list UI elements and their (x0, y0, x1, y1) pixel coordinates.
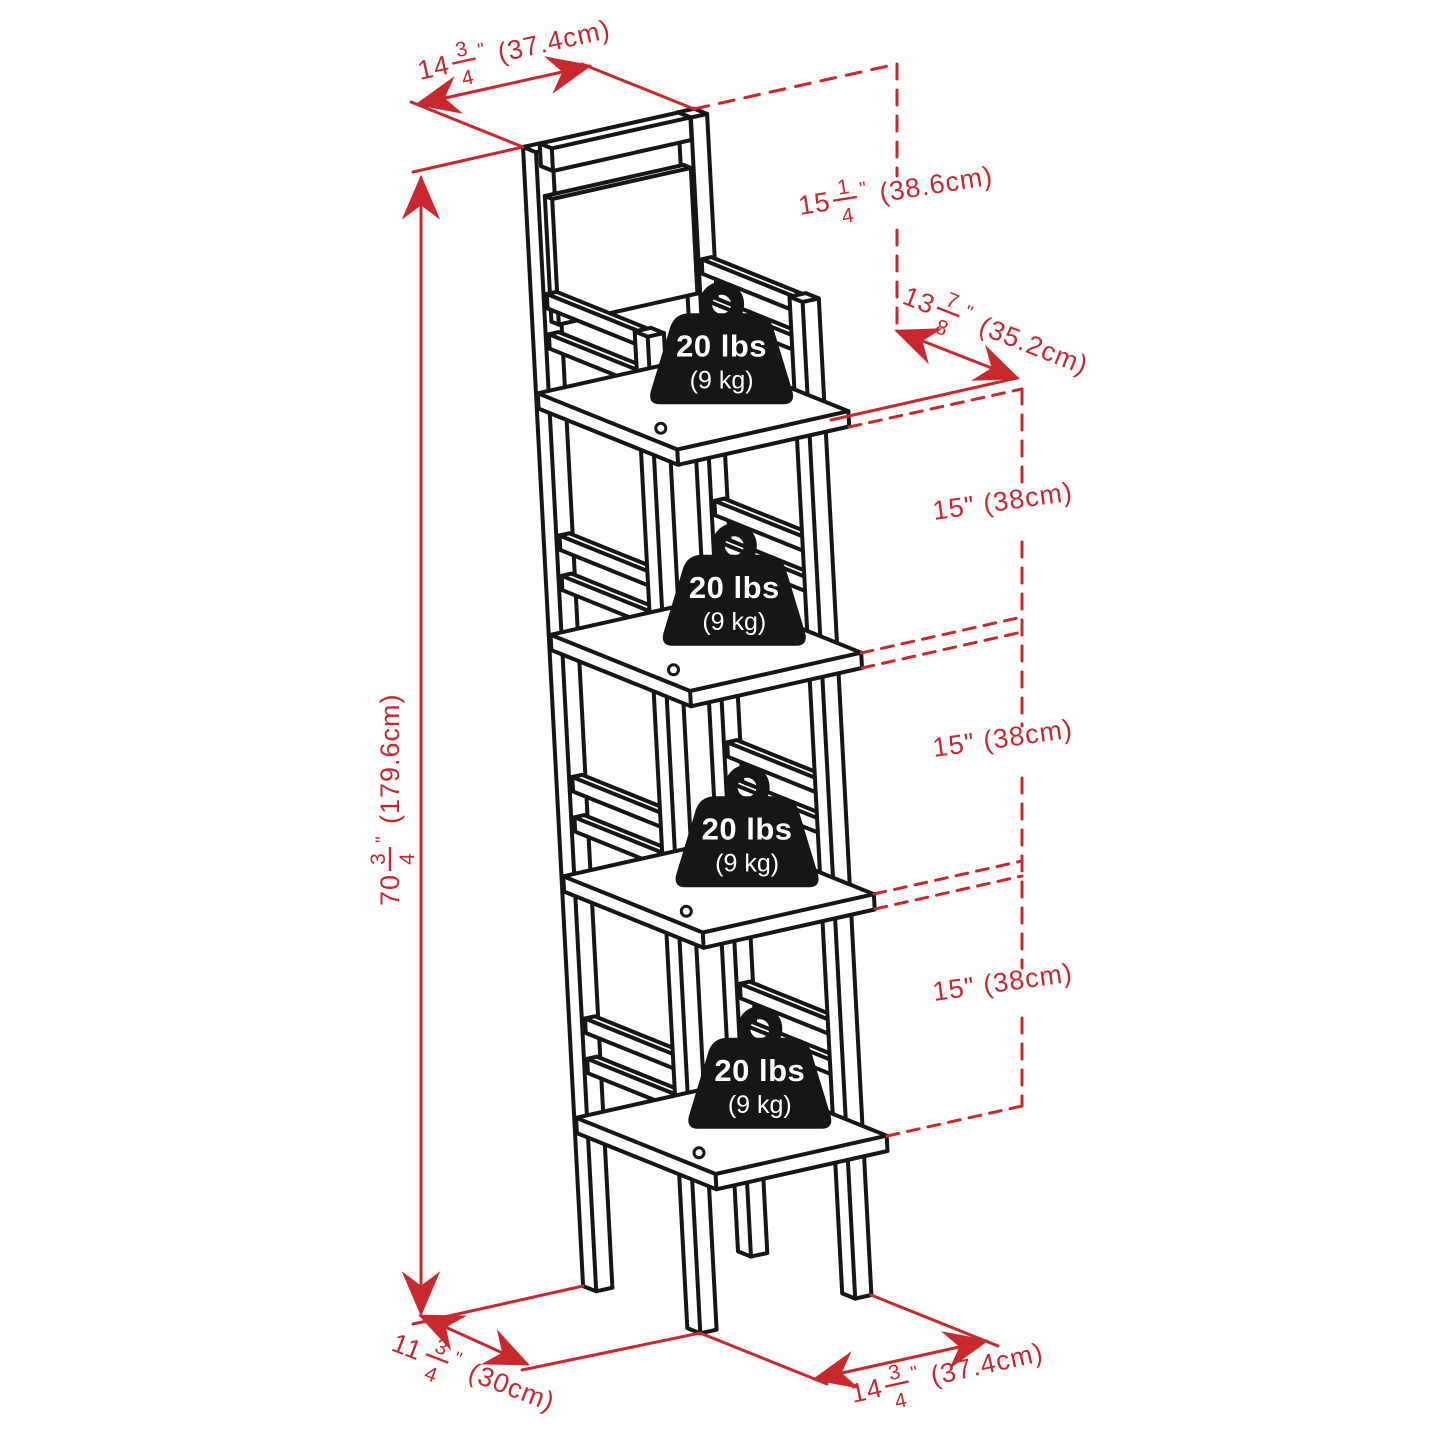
dimension-label-overall-height: 70 3 4 " (179.6cm) (367, 693, 419, 906)
dimension-arrow-shelf-depth (894, 328, 1020, 381)
dim-whole: 15 (796, 186, 832, 221)
back-panel (542, 162, 700, 327)
dim-numerator: 1 (836, 175, 851, 200)
dim-whole: 11 (388, 1328, 427, 1367)
screw-cap (679, 904, 693, 918)
dim-denominator: 4 (460, 66, 477, 91)
extension-line (580, 62, 696, 111)
extension-line-dashed (847, 387, 1024, 429)
top-rail-edges (537, 115, 693, 173)
dim-metric: (179.6cm) (375, 693, 405, 824)
dimension-arrow-base-depth (418, 1314, 530, 1366)
dim-metric: (37.4cm) (928, 1337, 1046, 1391)
dimension-lines (401, 56, 1024, 1389)
fraction-bar (451, 57, 476, 65)
dim-denominator: 4 (421, 1362, 440, 1388)
dim-numerator: 3 (453, 37, 469, 62)
dim-metric: (38.6cm) (877, 161, 995, 209)
shelf-edges (561, 874, 876, 950)
screw-cap (667, 663, 680, 677)
dimension-arrow-top-width (414, 56, 593, 114)
dimension-label-shelf-depth: 13 7 8 " (35.2cm) (899, 281, 1093, 381)
fraction-bar (884, 1380, 909, 1388)
dim-unit: " (858, 178, 868, 200)
dimension-arrow-base-width (811, 1331, 990, 1389)
extension-line (411, 145, 525, 174)
shelf-edges (548, 632, 864, 709)
extension-line-dashed (692, 62, 899, 111)
extension-line-dashed (873, 874, 1024, 911)
dim-denominator: 4 (840, 204, 855, 229)
dimension-label-shelf-spacing-1: 15" (38cm) (931, 477, 1075, 526)
dim-metric: (37.4cm) (495, 14, 613, 68)
dim-whole: 14 (848, 1373, 886, 1409)
dim-numerator: 3 (367, 853, 390, 865)
dimension-label-base-depth: 11 3 4 " (30cm) (388, 1328, 559, 1418)
dim-denominator: 4 (893, 1389, 910, 1414)
dimension-label-base-width: 14 3 4 " (37.4cm) (848, 1337, 1046, 1414)
dim-whole: 14 (415, 50, 453, 86)
dimension-label-shelf-spacing-3: 15" (38cm) (931, 958, 1075, 1007)
dim-unit: " (451, 1348, 465, 1370)
extension-line-dashed (859, 615, 1024, 655)
extension-line (409, 100, 525, 149)
extension-line (869, 1293, 1000, 1348)
dim-unit: " (909, 1363, 920, 1385)
extension-line-dashed (885, 1104, 1024, 1138)
extension-line-dashed (872, 859, 1024, 896)
dim-denominator: 8 (932, 315, 951, 341)
dim-whole: 70 (375, 874, 405, 906)
dim-unit: " (961, 302, 975, 324)
screw-cap (692, 1146, 706, 1160)
dim-unit: " (373, 836, 394, 843)
extension-line (411, 1284, 585, 1326)
extension-line (520, 1331, 702, 1372)
dimension-label-shelf-spacing-2: 15" (38cm) (931, 714, 1075, 763)
fraction-bar (936, 306, 960, 318)
shelf-line-art (521, 106, 890, 1336)
dim-unit: " (476, 40, 487, 62)
dimension-label-top-to-first-shelf: 15 1 4 " (38.6cm) (796, 161, 995, 229)
screw-cap (654, 421, 668, 435)
dim-metric: (35.2cm) (975, 311, 1093, 381)
extension-line (829, 376, 1019, 422)
dim-denominator: 4 (396, 853, 419, 865)
fraction-bar (832, 195, 858, 202)
extension-line-dashed (860, 630, 1024, 670)
dimension-label-top-width: 14 3 4 " (37.4cm) (415, 14, 613, 91)
extension-line (698, 1331, 829, 1386)
shelf-edges (574, 1115, 889, 1192)
dim-numerator: 3 (886, 1360, 902, 1385)
shelf-edges (535, 391, 851, 467)
fraction-bar (425, 1353, 449, 1364)
dim-whole: 13 (899, 281, 940, 321)
